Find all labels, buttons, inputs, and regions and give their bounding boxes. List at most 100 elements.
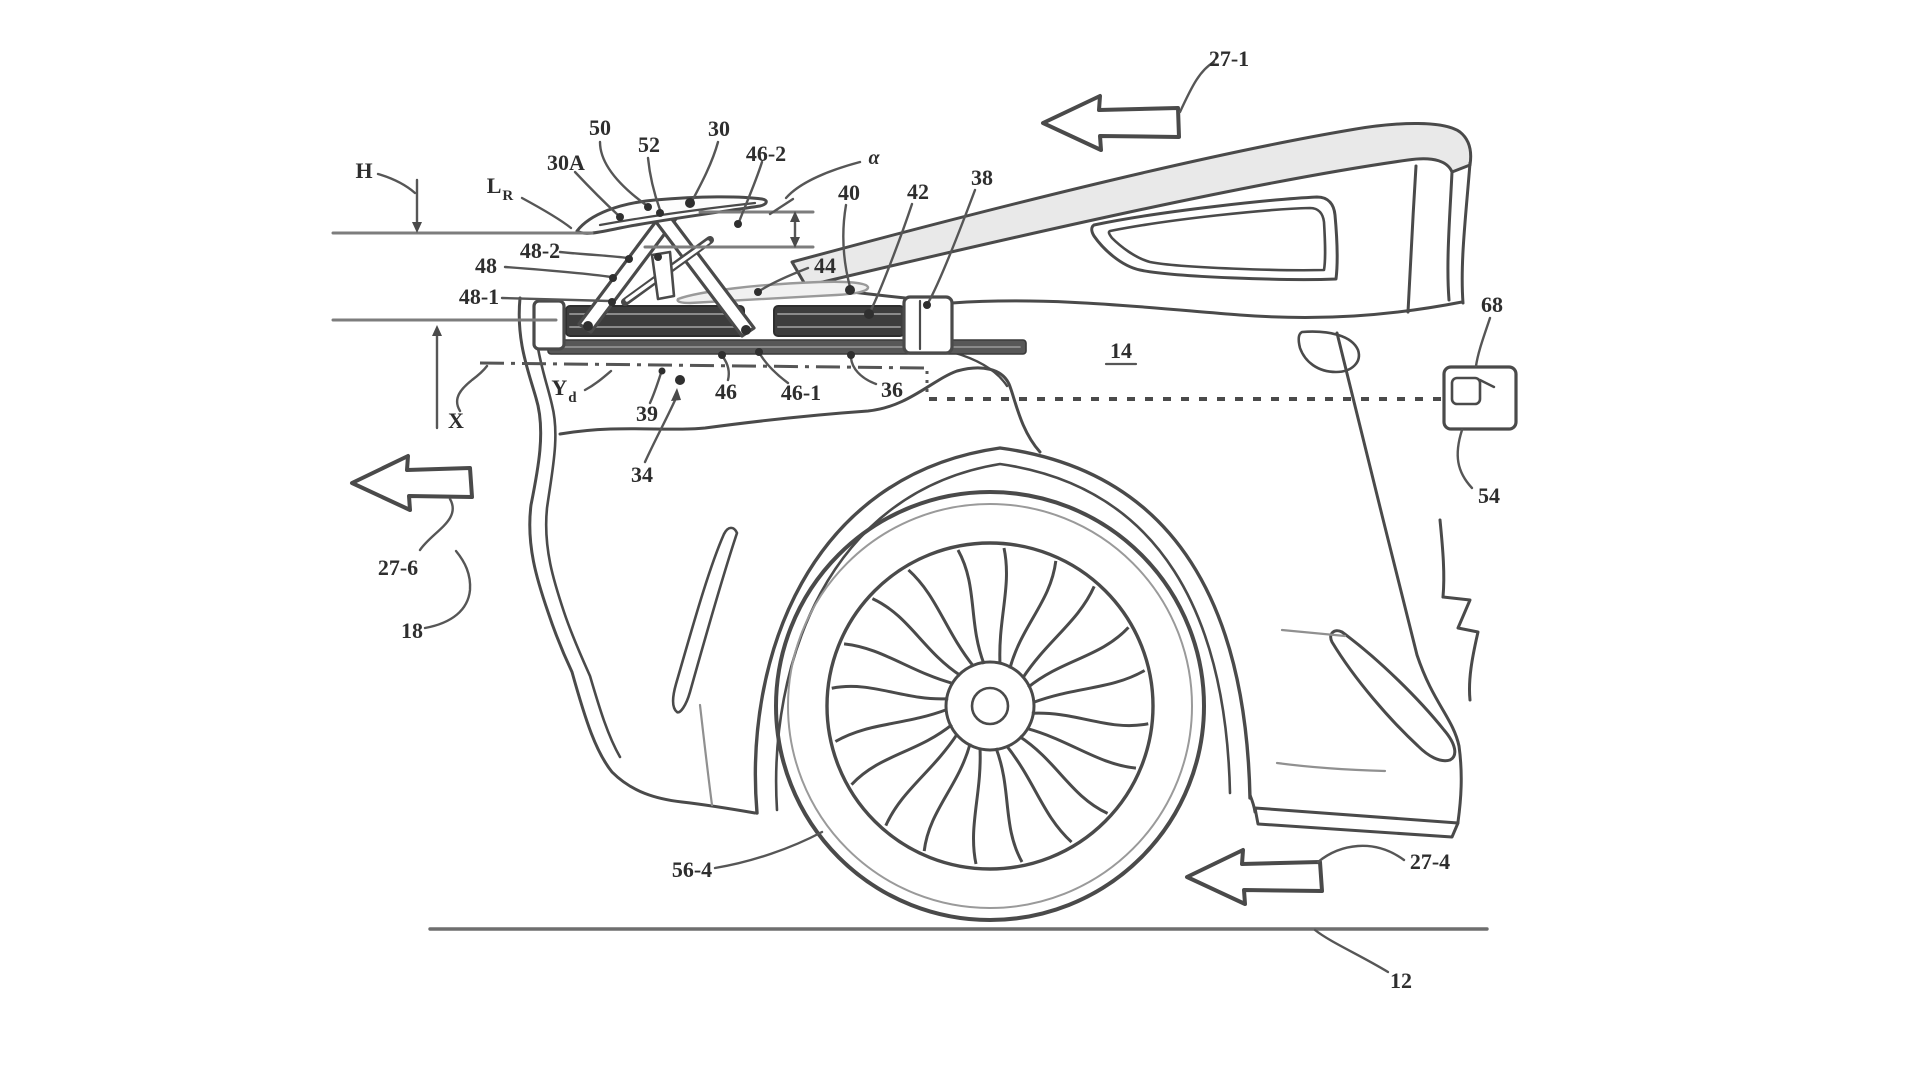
- ref-label-12: 12: [1390, 968, 1412, 993]
- tail-edge-outer: [517, 296, 757, 815]
- fender-notch-upper: [1438, 518, 1446, 599]
- ref-label-48: 48: [475, 253, 497, 278]
- ref-label-14: 14: [1110, 338, 1132, 363]
- spoiler-left-bracket: [532, 299, 566, 351]
- leader-48: [503, 265, 613, 279]
- leader-68: [1474, 316, 1492, 368]
- sensor-module: [1442, 365, 1518, 431]
- door-bottom-crease: [1275, 761, 1387, 773]
- rear-wheel: [774, 490, 1206, 922]
- leader-dots: [608, 198, 931, 385]
- sail-panel-band: [790, 121, 1473, 288]
- alpha-angle-tick: [768, 197, 795, 216]
- ref-label-40: 40: [838, 180, 860, 205]
- leader-56-4: [713, 830, 824, 870]
- ref-label-50: 50: [589, 115, 611, 140]
- beltline: [950, 299, 1464, 319]
- ref-label-27-1: 27-1: [1209, 46, 1249, 71]
- leader-52: [646, 156, 662, 212]
- roof-rear-edge: [1460, 161, 1472, 305]
- ref-label-27-6: 27-6: [378, 555, 418, 580]
- quarter-window-outer: [1090, 195, 1339, 282]
- leader-h: [376, 172, 417, 195]
- ref-label-39: 39: [636, 401, 658, 426]
- flow-arrow-27-4: [1185, 848, 1324, 906]
- b-pillar-line: [1406, 164, 1418, 314]
- door-front-edge: [1335, 331, 1463, 824]
- ref-label-46-2: 46-2: [746, 141, 786, 166]
- side-scoop: [1329, 629, 1457, 763]
- leader-lr: [520, 196, 573, 230]
- ref-label-42: 42: [907, 179, 929, 204]
- hub-cap: [970, 686, 1010, 726]
- rocker-band: [1253, 806, 1460, 839]
- ref-label-68: 68: [1481, 292, 1503, 317]
- spoiler-right-bracket: [902, 295, 954, 355]
- leader-lines: [376, 60, 1492, 974]
- leader-30: [690, 140, 720, 203]
- leader-27-6: [418, 497, 454, 552]
- door-crease: [1280, 628, 1347, 638]
- wheel-arch-outer: [753, 446, 1252, 815]
- tire-inner: [787, 503, 1193, 909]
- ref-label-54: 54: [1478, 483, 1500, 508]
- sensor-notch: [1478, 378, 1496, 389]
- leader-34: [643, 396, 678, 464]
- rim: [825, 541, 1155, 871]
- ref-label-56-4: 56-4: [672, 857, 712, 882]
- roof-rear-edge-inner: [1446, 170, 1454, 302]
- ref-label-46-1: 46-1: [781, 380, 821, 405]
- leader-18: [423, 549, 472, 630]
- wheel-spokes: [828, 546, 1152, 866]
- leader-44: [759, 266, 810, 292]
- ref-label-H: H: [355, 158, 372, 183]
- reference-labels: H LR 30A 50 52 30 46-2 α 40 42 38 48-2 4…: [355, 46, 1503, 993]
- duct-curve: [698, 703, 714, 807]
- ref-label-46: 46: [715, 379, 737, 404]
- leader-27-1: [1178, 60, 1216, 114]
- leader-36: [849, 356, 878, 386]
- flow-arrow-27-1: [1041, 94, 1181, 152]
- tail-edge-inner: [534, 300, 622, 759]
- reference-lines: [331, 178, 1442, 430]
- leader-x: [455, 364, 489, 413]
- sensor-box-inner: [1450, 376, 1482, 406]
- ref-label-48-1: 48-1: [459, 284, 499, 309]
- leader-yd: [583, 369, 613, 392]
- leader-42: [868, 202, 914, 314]
- leader-39: [648, 371, 663, 405]
- tire-outer: [774, 490, 1206, 922]
- side-slit-vent: [671, 526, 739, 714]
- leader-54: [1456, 428, 1474, 490]
- fender-notch: [1441, 595, 1480, 702]
- ref-label-LR: LR: [487, 173, 514, 204]
- leader-48-2: [558, 250, 629, 260]
- leader-46-1: [758, 352, 790, 385]
- leader-50: [598, 140, 648, 207]
- leader-alpha: [784, 160, 862, 200]
- spoiler-bar: [547, 305, 1027, 355]
- ref-label-48-2: 48-2: [520, 238, 560, 263]
- ref-label-Yd: Yd: [551, 375, 577, 406]
- dash-dot-line: [479, 361, 926, 370]
- leader-30a: [573, 170, 620, 217]
- ref-label-36: 36: [881, 377, 903, 402]
- arch-foot-right: [1248, 793, 1257, 814]
- flow-arrows: [350, 94, 1324, 906]
- leader-48-1: [500, 296, 612, 303]
- quarter-window-inner: [1107, 206, 1327, 272]
- ref-label-X: X: [448, 408, 464, 433]
- flow-arrow-27-6: [350, 454, 474, 512]
- ref-label-30: 30: [708, 116, 730, 141]
- leader-46-2: [737, 160, 764, 224]
- hub: [944, 660, 1036, 752]
- leader-27-4: [1316, 844, 1406, 864]
- ref-label-44: 44: [814, 253, 836, 278]
- actuator: [650, 250, 676, 301]
- ref-label-52: 52: [638, 132, 660, 157]
- car-body: [428, 121, 1489, 931]
- leader-12: [1313, 928, 1390, 974]
- leader-38: [926, 188, 977, 305]
